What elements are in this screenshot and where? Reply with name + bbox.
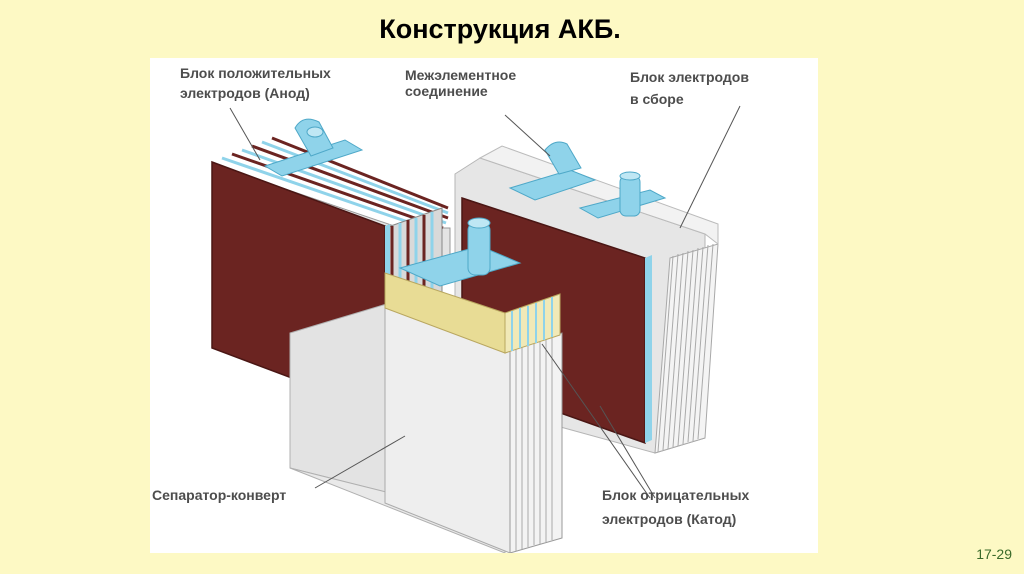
anode-label-line1: Блок положительных	[180, 65, 331, 81]
assembly-label-line1: Блок электродов	[630, 69, 749, 85]
cathode-label-line1: Блок отрицательных	[602, 487, 750, 503]
battery-illustration	[211, 105, 741, 553]
page-number: 17-29	[976, 546, 1012, 562]
diagram-panel: Блок положительных электродов (Анод) Меж…	[150, 58, 818, 553]
slide-title: Конструкция АКБ.	[379, 14, 621, 44]
separator-block	[289, 217, 563, 553]
assembly-label-line2: в сборе	[630, 91, 684, 107]
separator-label: Сепаратор-конверт	[152, 487, 287, 503]
connector-label-line1: Межэлементное	[405, 67, 517, 83]
anode-label-line2: электродов (Анод)	[180, 85, 310, 101]
connector-label-line2: соединение	[405, 83, 488, 99]
cathode-label-line2: электродов (Катод)	[602, 511, 737, 527]
leader-lines	[229, 105, 741, 499]
